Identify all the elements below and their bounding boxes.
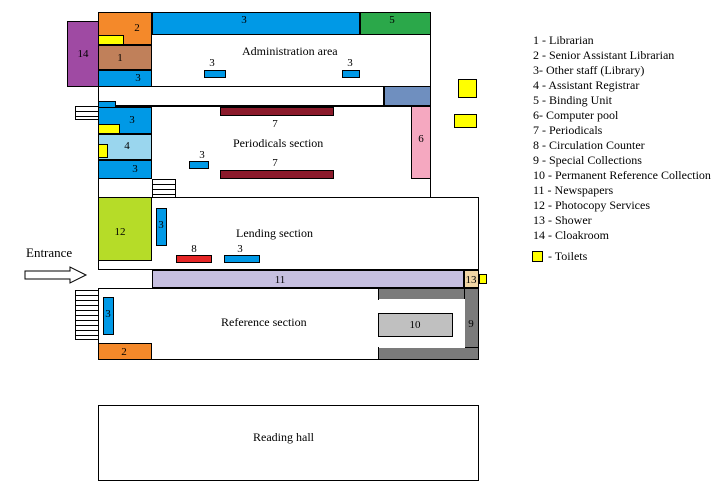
stairs-reference[interactable] [75,290,99,340]
legend: 1 - Librarian 2 - Senior Assistant Libra… [533,33,711,243]
administration-area-label: Administration area [242,44,338,58]
legend-item: 12 - Photocopy Services [533,198,650,212]
toilet-outside-2 [454,114,477,128]
legend-item: 7 - Periodicals [533,123,603,137]
newspapers-area [152,270,464,288]
staff-desk-reference-number: 3 [105,308,111,320]
staff-desk-reference [103,297,114,335]
legend-item: 13 - Shower [533,213,592,227]
staff-office-periodicals-2 [98,160,152,179]
staff-office-admin-top [152,12,360,35]
circulation-counter-number: 8 [191,243,197,255]
stairs-periodicals[interactable] [75,106,99,120]
periodicals-section-label: Periodicals section [233,136,324,150]
toilet-periodicals-1 [98,124,120,134]
shower-room [464,270,479,288]
staff-desk-admin-2-number: 3 [347,57,353,69]
legend-toilet-swatch [532,251,543,262]
legend-item: 3- Other staff (Library) [533,63,645,77]
periodicals-shelf-top [220,107,334,116]
periodicals-shelf-bottom-number: 7 [272,157,278,169]
photocopy-number: 12 [114,226,126,238]
staff-desk-admin-1 [204,70,226,78]
entrance-arrow-icon [24,266,88,284]
legend-item: 9 - Special Collections [533,153,642,167]
toilet-shower [479,274,487,284]
computer-pool-number: 6 [418,133,424,145]
legend-item: 14 - Cloakroom [533,228,609,242]
permanent-reference-number: 10 [409,319,421,331]
legend-item: 2 - Senior Assistant Librarian [533,48,675,62]
reference-section-label: Reference section [221,315,307,329]
binding-unit-room [360,12,431,35]
staff-number-admin-top: 3 [241,14,247,26]
legend-item: 5 - Binding Unit [533,93,613,107]
toilet-outside-1 [458,79,477,98]
staff-number-periodicals-1: 3 [129,114,135,126]
reading-hall-label: Reading hall [253,430,314,444]
legend-item: 8 - Circulation Counter [533,138,645,152]
reading-hall [98,405,479,481]
staff-desk-lending-vertical-number: 3 [158,219,164,231]
toilet-periodicals-2 [98,144,108,158]
staff-number-periodicals-2: 3 [132,163,138,175]
legend-item: 11 - Newspapers [533,183,614,197]
senior-librarian-number-top: 2 [134,22,140,34]
staff-desk-periodicals-number: 3 [199,149,205,161]
librarian-office [98,45,152,70]
senior-librarian-office-top [98,12,152,45]
staff-desk-admin-1-number: 3 [209,57,215,69]
toilet-admin [98,35,124,45]
photocopy-room [98,197,152,261]
legend-item: 4 - Assistant Registrar [533,78,640,92]
staff-number-admin-left: 3 [135,72,141,84]
shower-number: 13 [465,274,477,286]
newspapers-number: 11 [274,274,286,286]
staff-desk-admin-2 [342,70,360,78]
special-collections-bottom [378,347,479,360]
computer-pool-room [411,106,431,179]
staff-desk-periodicals [189,161,209,169]
staff-desk-lending-number: 3 [237,243,243,255]
binding-unit-number: 5 [389,14,395,26]
circulation-counter [176,255,212,263]
librarian-number: 1 [117,52,123,64]
cloakroom-number: 14 [77,48,89,60]
entrance-label: Entrance [26,245,73,260]
staff-desk-lending-vertical [156,208,167,246]
special-collections-number: 9 [468,318,474,330]
corridor-end-room [384,86,431,106]
cloakroom-room [67,21,99,87]
legend-item: 10 - Permanent Reference Collection [533,168,711,182]
legend-toilet-label: - Toilets [548,249,588,263]
legend-item: 1 - Librarian [533,33,594,47]
staff-desk-lending [224,255,260,263]
upper-corridor [98,86,384,106]
senior-librarian-office-bottom [98,343,152,360]
stairs-periodicals-inner[interactable] [152,179,176,198]
asst-registrar-number: 4 [124,140,130,152]
lending-section-label: Lending section [236,226,313,240]
periodicals-shelf-top-number: 7 [272,118,278,130]
periodicals-shelf-bottom [220,170,334,179]
permanent-reference-collection [378,313,453,337]
legend-item: 6- Computer pool [533,108,619,122]
senior-librarian-number-bottom: 2 [121,346,127,358]
